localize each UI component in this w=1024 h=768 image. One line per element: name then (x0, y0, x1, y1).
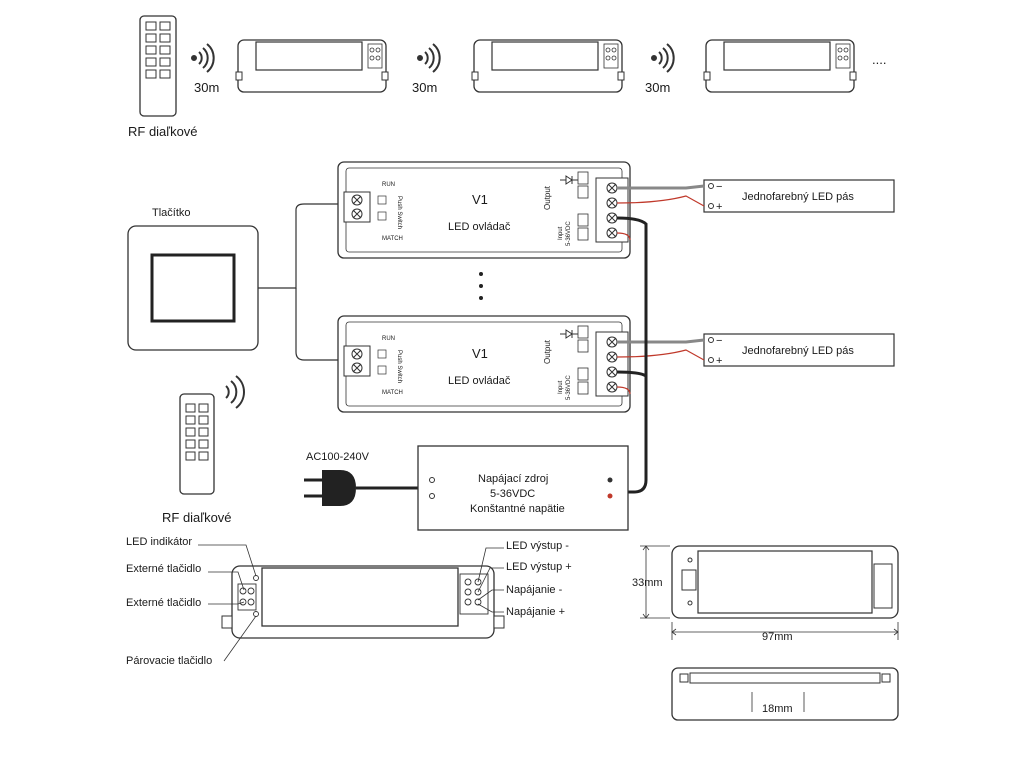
top-rf-remote (139, 15, 177, 117)
callout-power-minus: Napájanie - (506, 584, 563, 596)
output-label: Output (543, 339, 552, 364)
led-strip-label: Jednofarebný LED pás (742, 191, 854, 203)
led-strip-1: − + Jednofarebný LED pás (703, 179, 895, 213)
push-button-switch (127, 225, 259, 351)
signal-wave-icon (191, 43, 215, 73)
strip-minus-sign: − (716, 335, 722, 347)
led-controller-2: RUN MATCH Push Switch V1 LED ovládač Out… (337, 315, 631, 413)
strip-plus-sign: + (716, 201, 722, 213)
led-strip-2: − + Jednofarebný LED pás (703, 333, 895, 367)
match-button-label: MATCH (382, 236, 403, 242)
controller-name: V1 (472, 192, 488, 207)
dimension-height: 33mm (632, 577, 663, 589)
second-rf-remote (179, 393, 215, 495)
psu-title: Napájací zdroj (478, 473, 548, 485)
callout-external-button-2: Externé tlačidlo (126, 597, 201, 609)
signal-wave-icon (651, 43, 675, 73)
callout-led-output-plus: LED výstup + (506, 561, 572, 573)
controller-subtitle: LED ovládač (448, 375, 511, 387)
callout-power-plus: Napájanie + (506, 606, 565, 618)
right-callout-lines (477, 547, 504, 613)
input-voltage-label: 5-36VDC (566, 375, 572, 400)
top-controller-3 (703, 39, 857, 93)
controller-subtitle: LED ovládač (448, 221, 511, 233)
push-switch-label: Push Switch (396, 350, 402, 383)
match-button-label: MATCH (382, 390, 403, 396)
distance-label-2: 30m (412, 80, 437, 95)
run-indicator-label: RUN (382, 182, 395, 188)
signal-wave-icon (417, 43, 441, 73)
controller-name: V1 (472, 346, 488, 361)
distance-label-1: 30m (194, 80, 219, 95)
input-label: Input (558, 380, 564, 394)
top-remote-label: RF diaľkové (128, 124, 198, 139)
led-strip-label: Jednofarebný LED pás (742, 345, 854, 357)
strip-plus-sign: + (716, 355, 722, 367)
input-voltage-label: 5-36VDC (566, 221, 572, 246)
psu-mode: Konštantné napätie (470, 503, 565, 515)
top-controller-2 (471, 39, 625, 93)
depth-dimension-lines (751, 692, 805, 712)
switch-wires (258, 203, 352, 361)
left-callout-lines (198, 544, 257, 662)
led-controller-1: RUN MATCH Push Switch V1 LED ovládač Out… (337, 161, 631, 259)
callout-led-output-minus: LED výstup - (506, 540, 569, 552)
dimension-side-view (671, 667, 899, 721)
input-label: Input (558, 226, 564, 240)
dimension-top-view (671, 545, 899, 619)
distance-label-3: 30m (645, 80, 670, 95)
output-label: Output (543, 185, 552, 210)
continuation-dots: .... (872, 52, 886, 67)
run-indicator-label: RUN (382, 336, 395, 342)
power-plug-icon (304, 470, 418, 506)
mains-voltage-label: AC100-240V (306, 451, 370, 463)
second-remote-label: RF diaľkové (162, 510, 232, 525)
switch-label: Tlačítko (152, 207, 191, 219)
strip-minus-sign: − (716, 181, 722, 193)
callout-pairing-button: Párovacie tlačidlo (126, 655, 212, 667)
callout-external-button-1: Externé tlačidlo (126, 563, 201, 575)
controller-detail-drawing (221, 565, 505, 639)
top-controller-1 (235, 39, 389, 93)
dimension-depth: 18mm (762, 703, 793, 715)
callout-led-indicator: LED indikátor (126, 536, 192, 548)
power-supply: Napájací zdroj 5-36VDC Konštantné napäti… (417, 445, 629, 531)
signal-wave-icon (225, 375, 245, 409)
psu-voltage: 5-36VDC (490, 488, 535, 500)
strip-wires (616, 184, 705, 494)
more-controllers-dots (479, 272, 483, 300)
dimension-width: 97mm (762, 631, 793, 643)
push-switch-label: Push Switch (396, 196, 402, 229)
